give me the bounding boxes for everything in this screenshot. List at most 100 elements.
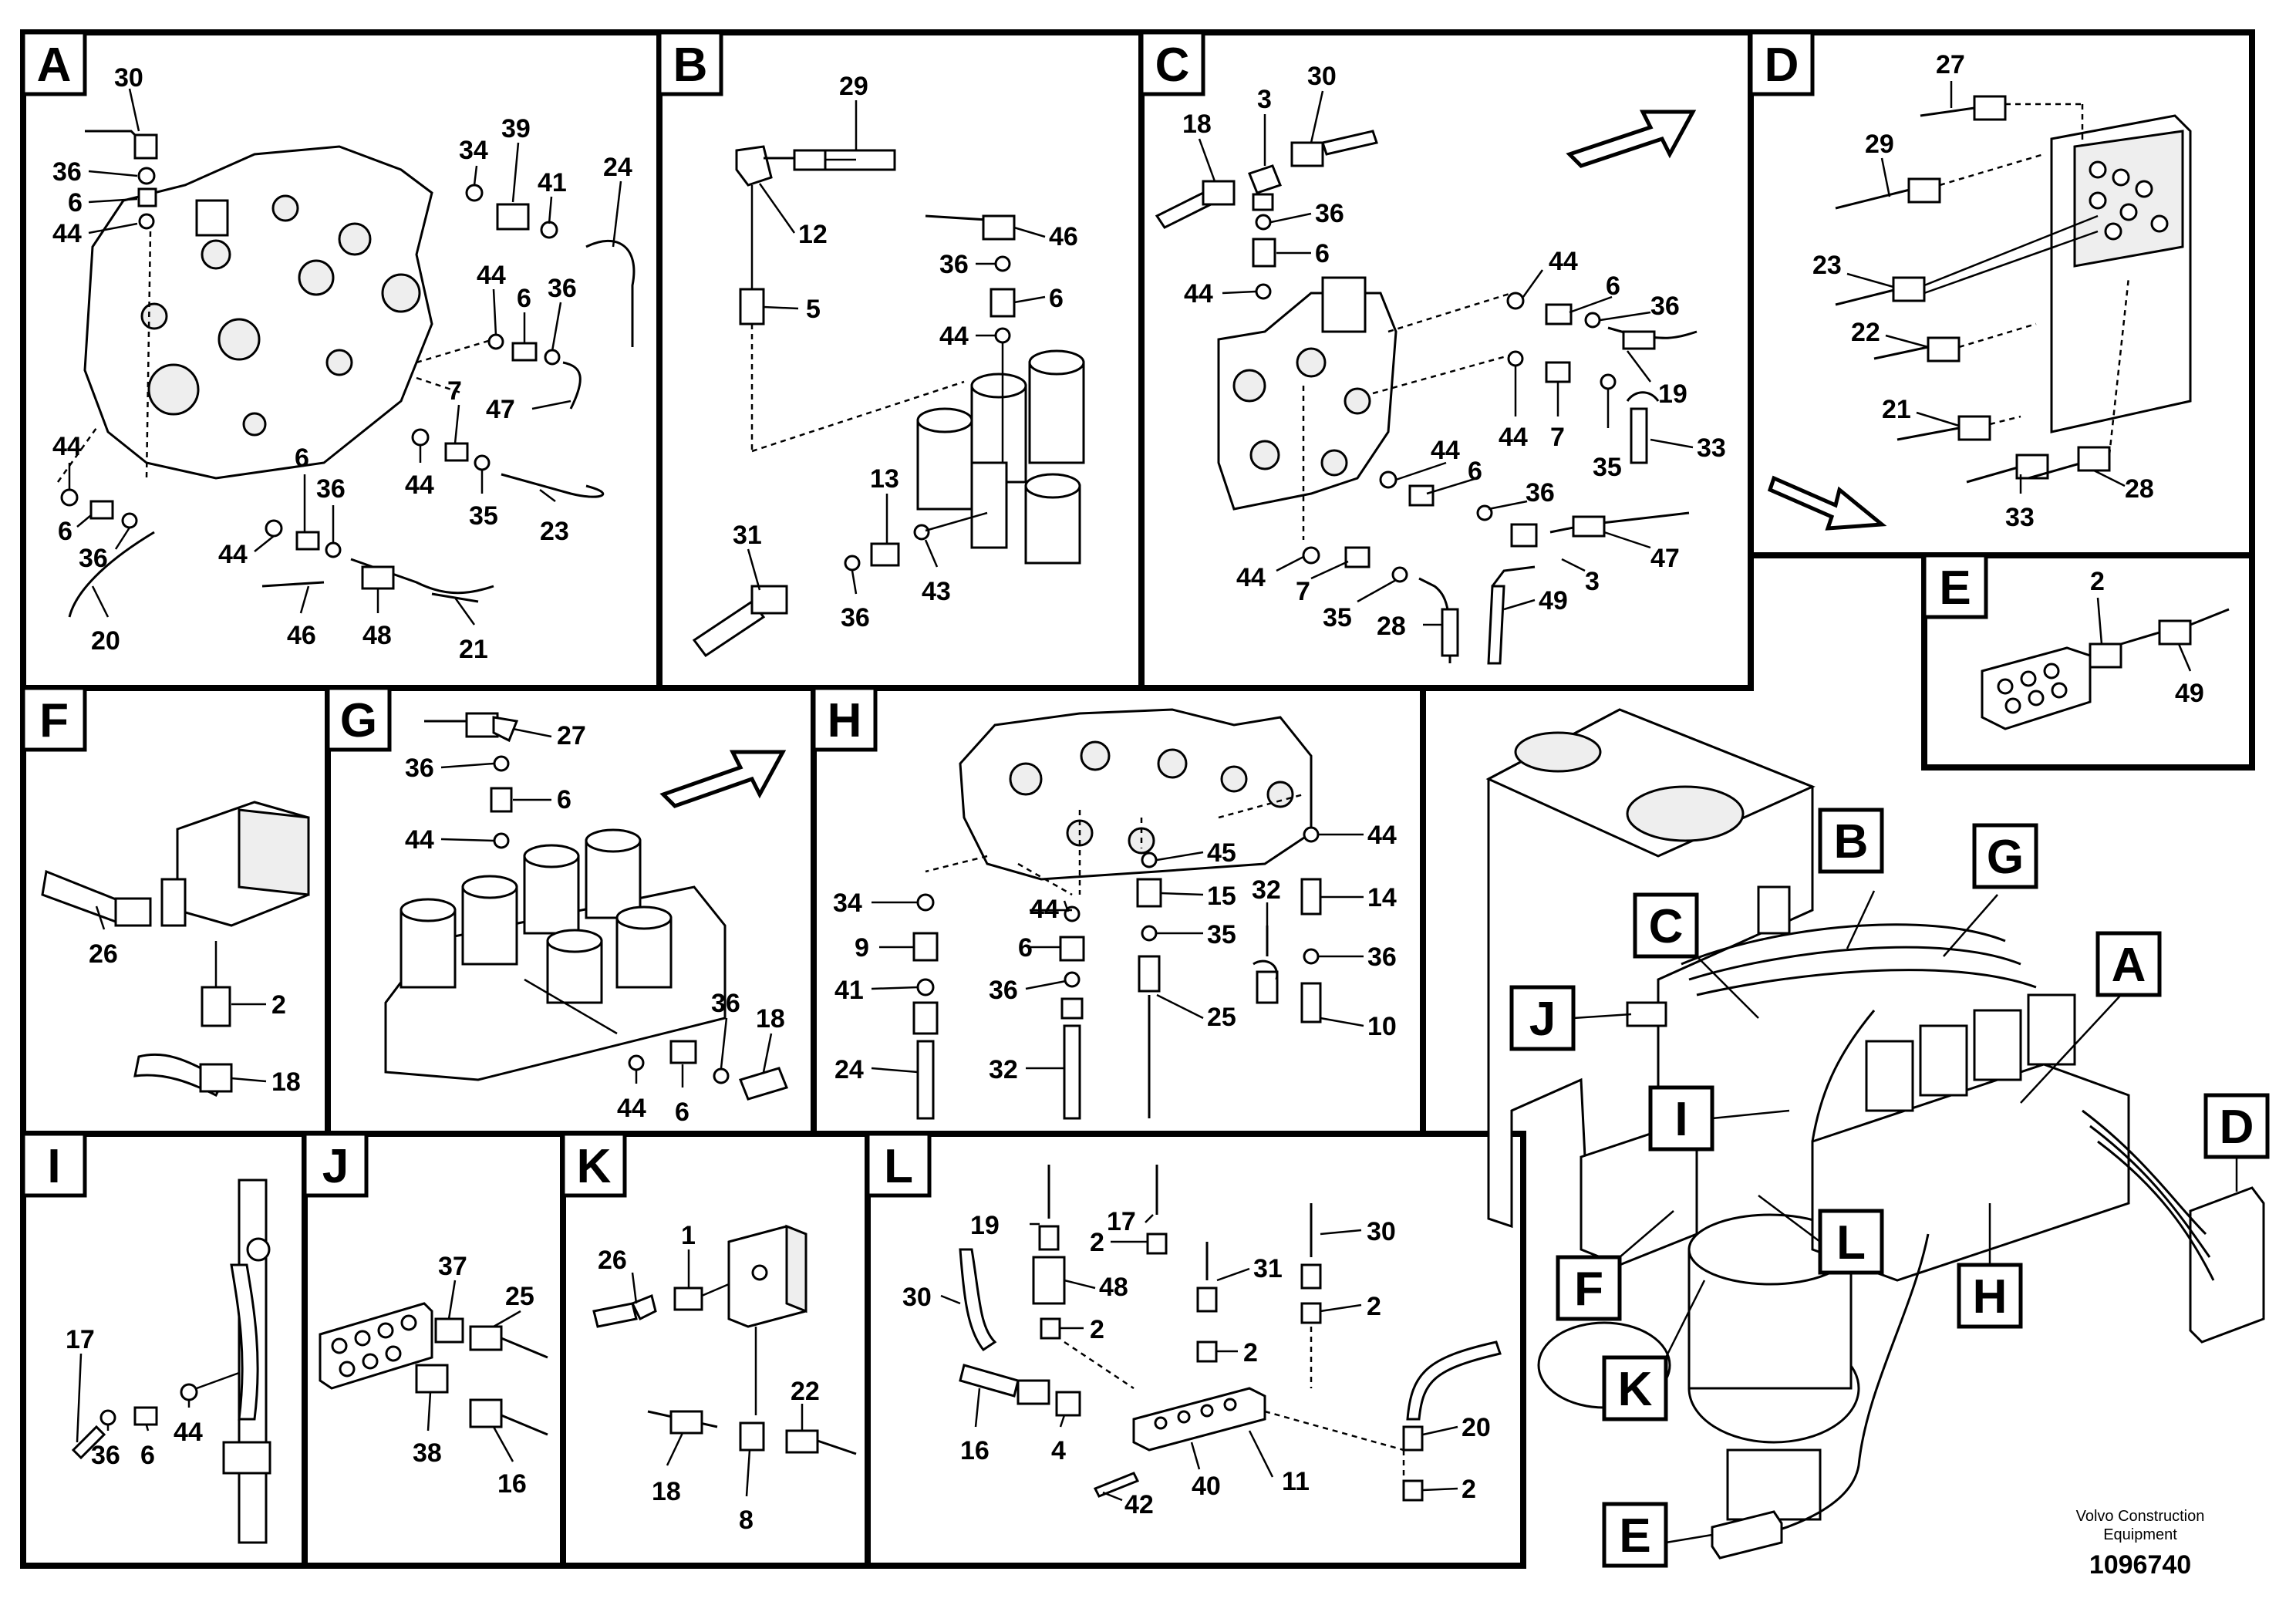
panel-L-letter: L bbox=[884, 1140, 913, 1193]
callout-number: 34 bbox=[833, 889, 862, 918]
callout-number: 44 bbox=[218, 540, 248, 569]
callout-number: 19 bbox=[1658, 379, 1687, 409]
overview-label-L: L bbox=[1836, 1216, 1866, 1270]
callout-number: 6 bbox=[517, 284, 531, 313]
callout-number: 36 bbox=[841, 603, 870, 632]
callout-number: 45 bbox=[1207, 838, 1236, 868]
callout-number: 9 bbox=[855, 933, 869, 963]
company-name-line2: Equipment bbox=[2103, 1526, 2177, 1543]
callout-number: 7 bbox=[1550, 423, 1565, 452]
callout-number: 33 bbox=[1697, 433, 1726, 463]
callout-number: 33 bbox=[2005, 503, 2035, 532]
callout-number: 36 bbox=[939, 250, 969, 279]
company-name-line1: Volvo Construction bbox=[2076, 1508, 2205, 1525]
callout-number: 49 bbox=[1539, 586, 1568, 615]
overview-label-F: F bbox=[1574, 1263, 1603, 1316]
callout-number: 2 bbox=[1090, 1315, 1104, 1344]
callout-number: 15 bbox=[1207, 882, 1236, 911]
callout-number: 44 bbox=[174, 1418, 203, 1447]
callout-number: 26 bbox=[598, 1246, 627, 1275]
callout-number: 21 bbox=[1882, 395, 1911, 424]
callout-number: 37 bbox=[438, 1252, 467, 1281]
callout-number: 41 bbox=[834, 976, 864, 1005]
callout-number: 30 bbox=[1367, 1217, 1396, 1246]
callout-number: 5 bbox=[806, 295, 821, 324]
callout-number: 6 bbox=[58, 517, 72, 546]
panel-B-callouts: 29 12 5 46 36 6 44 13 31 36 43 bbox=[733, 72, 1078, 632]
callout-number: 35 bbox=[469, 501, 498, 531]
callout-number: 6 bbox=[295, 443, 309, 473]
direction-arrow-D bbox=[1767, 475, 1887, 531]
callout-number: 6 bbox=[1315, 239, 1330, 268]
panel-J-letter: J bbox=[322, 1140, 349, 1193]
panel-L-frame bbox=[865, 1131, 1526, 1569]
callout-number: 44 bbox=[405, 825, 434, 855]
callout-number: 32 bbox=[989, 1055, 1018, 1084]
callout-number: 26 bbox=[89, 939, 118, 969]
callout-number: 44 bbox=[617, 1094, 646, 1123]
panel-H-letter: H bbox=[828, 694, 862, 747]
panel-I-letter: I bbox=[47, 1140, 60, 1193]
panel-A-callouts: 30 36 6 44 34 39 41 24 44 6 36 47 7 44 3… bbox=[52, 63, 632, 664]
overview-label-C: C bbox=[1649, 900, 1684, 953]
panel-K-frame bbox=[560, 1131, 871, 1569]
panel-E-drawing bbox=[1981, 608, 2230, 730]
callout-number: 2 bbox=[1090, 1228, 1104, 1257]
panel-A-letter: A bbox=[37, 39, 72, 92]
overview-label-K: K bbox=[1618, 1363, 1653, 1416]
direction-arrow-C bbox=[1566, 110, 1697, 168]
panel-C-letter: C bbox=[1155, 39, 1190, 92]
callout-number: 6 bbox=[1606, 271, 1620, 301]
panel-B-drawing bbox=[692, 145, 1085, 658]
callout-number: 44 bbox=[1431, 436, 1460, 465]
callout-number: 1 bbox=[681, 1221, 696, 1250]
callout-number: 44 bbox=[477, 261, 506, 290]
callout-number: 8 bbox=[739, 1506, 754, 1535]
callout-number: 44 bbox=[1367, 821, 1397, 850]
callout-number: 29 bbox=[1865, 130, 1894, 159]
callout-number: 7 bbox=[1296, 577, 1310, 606]
callout-number: 38 bbox=[413, 1438, 442, 1468]
panel-E-frame bbox=[1921, 552, 2255, 771]
overview-label-I: I bbox=[1674, 1093, 1687, 1146]
panel-D-callouts: 27 29 23 22 21 33 28 bbox=[1812, 50, 2154, 532]
panel-G-drawing bbox=[384, 712, 789, 1101]
callout-number: 30 bbox=[1307, 62, 1337, 91]
callout-number: 6 bbox=[557, 785, 571, 814]
callout-number: 46 bbox=[1049, 222, 1078, 251]
callout-number: 18 bbox=[271, 1067, 301, 1097]
callout-number: 13 bbox=[870, 464, 899, 494]
callout-number: 2 bbox=[1462, 1475, 1476, 1504]
panel-H-drawing bbox=[912, 708, 1322, 1120]
panel-G-callouts: 27 36 6 44 36 18 44 6 bbox=[405, 721, 785, 1127]
callout-number: 40 bbox=[1192, 1472, 1221, 1501]
panel-I-callouts: 17 36 6 44 bbox=[66, 1325, 203, 1470]
panel-K-letter: K bbox=[577, 1140, 612, 1193]
panel-J-callouts: 37 25 38 16 bbox=[413, 1252, 534, 1499]
panel-frames bbox=[20, 29, 2255, 1569]
callout-number: 25 bbox=[505, 1282, 534, 1311]
callout-number: 44 bbox=[939, 322, 969, 351]
panel-G-letter: G bbox=[340, 694, 377, 747]
callout-number: 24 bbox=[603, 153, 632, 182]
callout-number: 11 bbox=[1282, 1467, 1310, 1496]
panel-I-drawing bbox=[71, 1179, 271, 1544]
panel-J-drawing bbox=[319, 1302, 548, 1436]
panel-H-callouts: 45 44 15 35 25 34 9 41 24 44 6 36 32 32 … bbox=[833, 821, 1397, 1084]
callout-number: 12 bbox=[798, 220, 828, 249]
callout-number: 14 bbox=[1367, 883, 1397, 912]
callout-number: 6 bbox=[68, 188, 83, 218]
panel-A-drawing bbox=[56, 130, 636, 618]
callout-number: 27 bbox=[557, 721, 586, 750]
callout-number: 22 bbox=[1851, 318, 1880, 347]
callout-number: 6 bbox=[1468, 457, 1482, 486]
callout-number: 28 bbox=[1377, 612, 1406, 641]
callout-number: 28 bbox=[2125, 474, 2154, 504]
panel-K-callouts: 26 1 18 22 8 bbox=[598, 1221, 820, 1535]
panel-letter-boxes: A B C D E F G H I J K L bbox=[21, 30, 1988, 1198]
callout-number: 16 bbox=[497, 1469, 527, 1499]
callout-number: 44 bbox=[405, 470, 434, 500]
panel-L-callouts: 19 17 2 48 30 2 31 2 30 2 16 4 42 40 11 … bbox=[902, 1207, 1491, 1519]
callout-number: 44 bbox=[1030, 895, 1059, 924]
panel-K-drawing bbox=[592, 1224, 857, 1455]
